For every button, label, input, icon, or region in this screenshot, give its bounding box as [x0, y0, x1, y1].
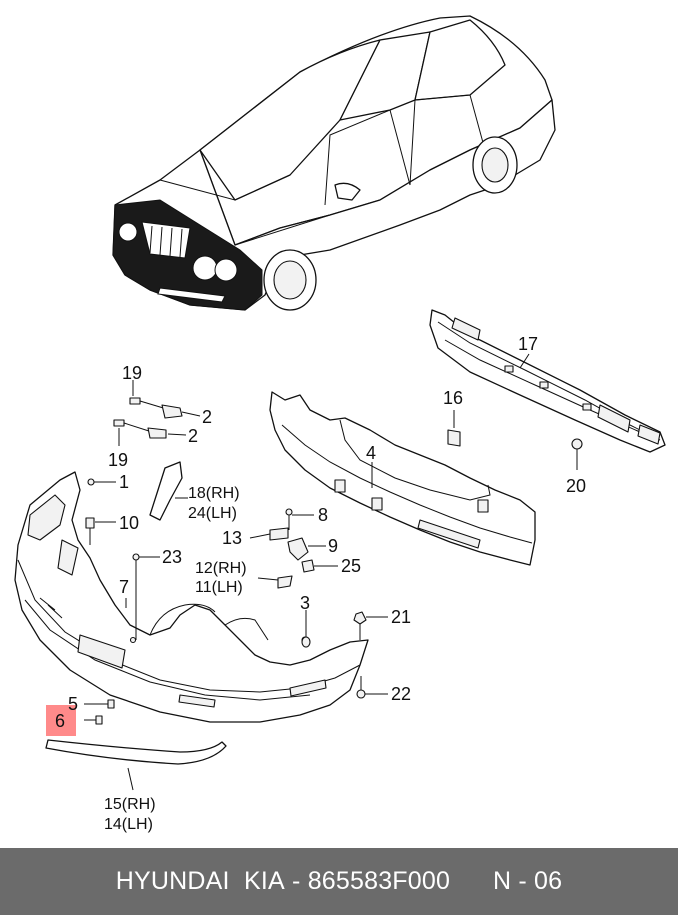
callout-19-bottom[interactable]: 19 — [108, 450, 128, 470]
callout-10[interactable]: 10 — [119, 513, 139, 533]
callout-7[interactable]: 7 — [119, 577, 129, 597]
car-illustration — [112, 15, 556, 311]
callout-3[interactable]: 3 — [300, 593, 310, 613]
callout-22[interactable]: 22 — [391, 684, 411, 704]
callout-16[interactable]: 16 — [443, 388, 463, 408]
bumper-reinforcement-beam — [429, 309, 666, 453]
callout-2-lower[interactable]: 2 — [188, 426, 198, 446]
exploded-parts-diagram: 19 2 2 19 1 10 18(RH) 24(LH) 23 7 8 13 9… — [14, 15, 666, 833]
fasteners-and-clips — [85, 397, 583, 725]
callout-17[interactable]: 17 — [518, 334, 538, 354]
callout-21[interactable]: 21 — [391, 607, 411, 627]
callout-24-lh[interactable]: 24(LH) — [188, 505, 237, 522]
footer-separator: - — [284, 867, 308, 895]
bumper-lower-strip — [45, 739, 227, 765]
footer-brand: HYUNDAI KIA — [115, 867, 285, 895]
callout-18-rh[interactable]: 18(RH) — [188, 485, 240, 502]
callout-2-upper[interactable]: 2 — [202, 407, 212, 427]
front-bumper-cover — [14, 471, 369, 723]
footer-page-ref: N - 06 — [492, 867, 563, 895]
part-number-footer: HYUNDAI KIA - 865583F000 N - 06 — [0, 848, 678, 915]
bumper-energy-absorber — [269, 391, 536, 566]
footer-part-number: 865583F000 — [307, 867, 451, 895]
callout-labels: 19 2 2 19 1 10 18(RH) 24(LH) 23 7 8 13 9… — [55, 334, 586, 833]
leader-lines — [84, 353, 578, 791]
callout-23[interactable]: 23 — [162, 547, 182, 567]
callout-11-lh[interactable]: 11(LH) — [195, 579, 243, 596]
callout-5[interactable]: 5 — [68, 694, 78, 714]
callout-25[interactable]: 25 — [341, 556, 361, 576]
callout-1[interactable]: 1 — [119, 472, 129, 492]
highlight-box-part-6 — [46, 705, 76, 736]
callout-12-rh[interactable]: 12(RH) — [195, 560, 247, 577]
callout-13[interactable]: 13 — [222, 528, 242, 548]
callout-19-top[interactable]: 19 — [122, 363, 142, 383]
callout-20[interactable]: 20 — [566, 476, 586, 496]
callout-6-highlighted[interactable]: 6 — [55, 711, 65, 731]
callout-9[interactable]: 9 — [328, 536, 338, 556]
callout-8[interactable]: 8 — [318, 505, 328, 525]
callout-14-lh[interactable]: 14(LH) — [104, 816, 153, 833]
callout-15-rh[interactable]: 15(RH) — [104, 796, 156, 813]
callout-4[interactable]: 4 — [366, 443, 376, 463]
